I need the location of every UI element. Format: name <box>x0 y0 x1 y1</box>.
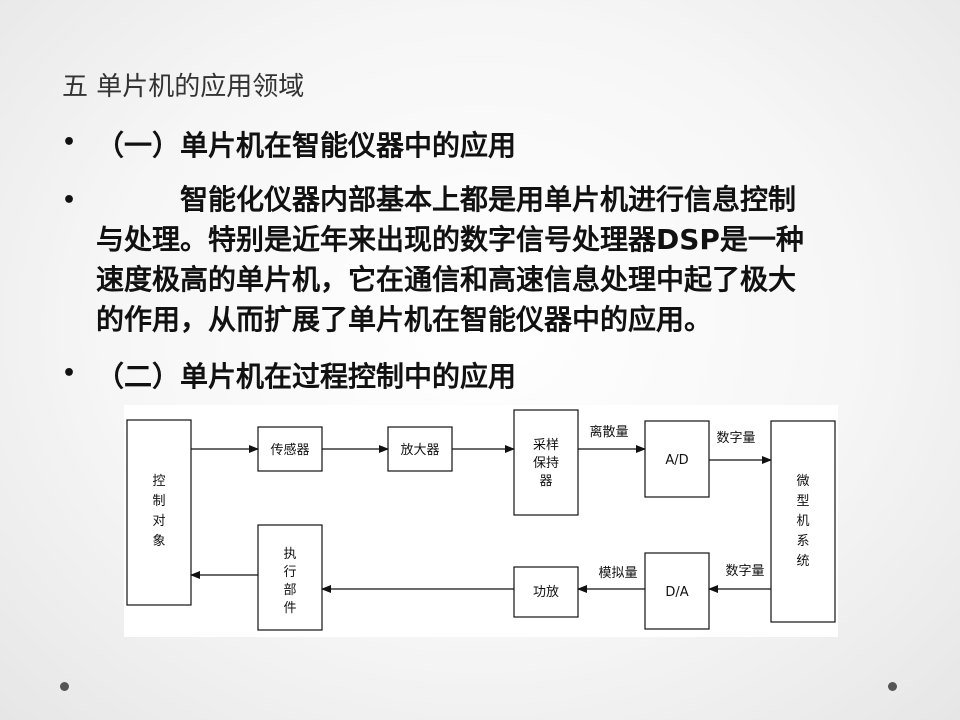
edge-label-discrete: 离散量 <box>589 424 628 440</box>
control-object-block <box>126 419 192 606</box>
bullet-dot: • <box>62 130 77 155</box>
micro-system-char: 微 <box>796 474 809 489</box>
paragraph: 智能化仪器内部基本上都是用单片机进行信息控制 与处理。特别是近年来出现的数字信号… <box>96 180 916 340</box>
bullet-dot: • <box>62 188 77 213</box>
bullet-dot: • <box>62 361 77 386</box>
actuator-block <box>257 524 323 631</box>
sensor-label: 传感器 <box>270 442 309 458</box>
paragraph-line-4: 的作用，从而扩展了单片机在智能仪器中的应用。 <box>96 303 713 336</box>
ad-block <box>644 420 710 498</box>
edge-label-analog: 模拟量 <box>598 566 637 581</box>
process-control-diagram: 控 制 对 象 传感器 放大器 采样 保持 器 A/D 微 型 机 系 统 执 … <box>124 405 838 637</box>
paragraph-line-3: 速度极高的单片机，它在通信和高速信息处理中起了极大 <box>96 263 797 296</box>
corner-dot-right <box>888 682 897 691</box>
slide-title: 五 单片机的应用领域 <box>62 72 305 102</box>
sample-hold-line: 保持 <box>533 456 559 471</box>
ad-label: A/D <box>665 453 688 468</box>
sample-hold-line: 器 <box>539 474 552 489</box>
da-label: D/A <box>665 585 688 600</box>
micro-system-char: 型 <box>796 494 809 509</box>
actuator-char: 部 <box>283 583 296 598</box>
micro-system-char: 统 <box>796 554 809 569</box>
sample-hold-block <box>513 409 579 516</box>
bullet-3-text: （二）单片机在过程控制中的应用 <box>96 360 517 393</box>
micro-system-block <box>770 420 836 623</box>
amplifier-label: 放大器 <box>400 443 439 458</box>
power-amp-label: 功放 <box>533 585 559 600</box>
actuator-char: 行 <box>283 565 296 580</box>
edge-label-digital-out: 数字量 <box>725 564 764 579</box>
control-object-char: 象 <box>152 534 165 549</box>
actuator-char: 件 <box>283 601 296 616</box>
paragraph-line-1: 智能化仪器内部基本上都是用单片机进行信息控制 <box>180 183 797 216</box>
control-object-char: 制 <box>152 494 165 509</box>
sample-hold-line: 采样 <box>533 438 559 453</box>
control-object-char: 对 <box>152 514 165 529</box>
corner-dot-left <box>60 682 69 691</box>
micro-system-char: 机 <box>796 514 809 529</box>
micro-system-char: 系 <box>796 534 809 549</box>
edge-label-digital-in: 数字量 <box>716 431 755 446</box>
actuator-char: 执 <box>283 547 296 562</box>
paragraph-line-2: 与处理。特别是近年来出现的数字信号处理器DSP是一种 <box>96 223 804 256</box>
control-object-char: 控 <box>152 474 165 489</box>
bullet-1-text: （一）单片机在智能仪器中的应用 <box>96 129 517 162</box>
